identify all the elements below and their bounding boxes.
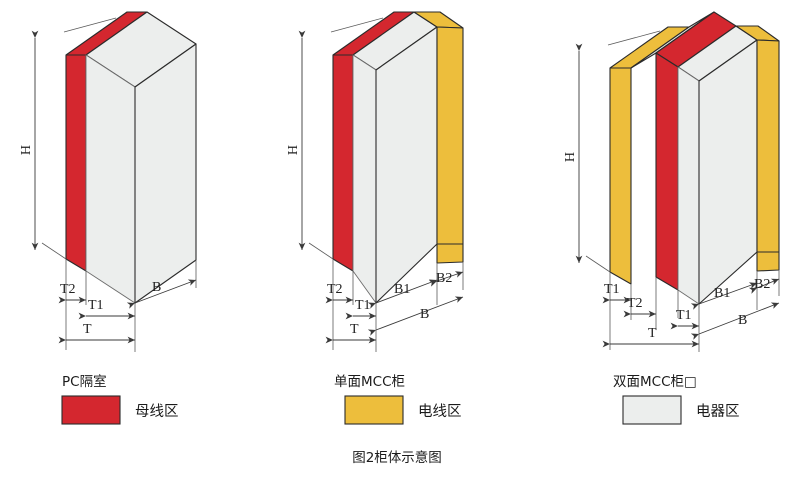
dimension-label-B2-3: B2 (754, 277, 770, 292)
dimension-label-H: H (19, 145, 34, 155)
cabinet-title-3: 双面MCC柜□ (613, 374, 697, 390)
dimension-B1-3: B1 (690, 282, 758, 310)
dimension-label-T2-3: T2 (627, 296, 643, 311)
legend-swatch-busbar (61, 395, 121, 425)
legend-item-wire: 电线区 (344, 395, 462, 425)
legend-label-busbar: 母线区 (135, 403, 179, 420)
dimension-B-1: B (126, 279, 197, 309)
dimension-label-T1-right-3: T1 (676, 308, 692, 323)
figure-caption: 图2柜体示意图 (352, 449, 442, 466)
dimension-T2-2: T2 (325, 282, 353, 304)
dimension-B2-2: B2 (428, 271, 464, 287)
dimension-label-B-2: B (420, 307, 429, 322)
dimension-T1-1: T1 (78, 298, 135, 320)
dimension-T-2: T (325, 322, 376, 344)
dimension-label-T: T (83, 322, 92, 337)
dimension-T-3: T (602, 326, 699, 348)
cabinet-title-1: PC隔室 (62, 373, 107, 390)
cabinet-pc-compartment: H T2 T1 T B PC隔室 (19, 11, 197, 390)
dimension-label-T-3: T (648, 326, 657, 341)
dimension-B-2: B (367, 296, 464, 336)
dimension-label-T1-2: T1 (355, 298, 371, 313)
dimension-B2-3: B2 (748, 277, 780, 294)
equipment-zone-right-face-3 (698, 39, 758, 305)
dimension-T1-left-3: T1 (602, 282, 631, 304)
legend: 母线区 电线区 电器区 (61, 395, 740, 425)
dimension-T2-1: T2 (58, 282, 86, 304)
equipment-zone-right-face (134, 43, 197, 304)
dimension-label-H-3: H (563, 152, 578, 162)
dimension-T1-right-3: T1 (670, 308, 699, 330)
legend-item-busbar: 母线区 (61, 395, 179, 425)
dimension-T1-2: T1 (345, 298, 376, 320)
dimension-T-1: T (58, 322, 135, 344)
dimension-label-B1-2: B1 (394, 282, 410, 297)
wire-zone-right-face-3 (756, 39, 780, 253)
dimension-label-T1: T1 (88, 298, 104, 313)
dimension-label-H-2: H (286, 145, 301, 155)
wire-zone-side-face-2 (436, 243, 464, 264)
legend-swatch-equipment (622, 395, 682, 425)
busbar-zone-front-face-2 (332, 54, 354, 272)
cabinet-title-2: 单面MCC柜 (334, 374, 405, 390)
dimension-H-3: H (563, 30, 661, 273)
dimension-label-B-3: B (738, 313, 747, 328)
dimension-label-T1-left-3: T1 (604, 282, 620, 297)
busbar-zone-front-face-3 (655, 52, 679, 291)
dimension-label-B2-2: B2 (436, 271, 452, 286)
equipment-zone-right-face-2 (375, 26, 438, 304)
equipment-zone-left-face (85, 54, 136, 304)
dimension-label-T2: T2 (60, 282, 76, 297)
legend-swatch-wire (344, 395, 404, 425)
wire-zone-right-bottom-face-3 (756, 251, 780, 272)
equipment-zone-left-face-3 (677, 66, 700, 305)
wire-zone-left-front-face-3 (609, 67, 632, 285)
cabinet-single-sided-mcc: H T2 T1 T B1 B2 (286, 11, 464, 390)
dimension-H-1: H (19, 17, 117, 260)
dimension-T2-3: T2 (623, 296, 656, 318)
wire-zone-right-face-2 (436, 26, 464, 245)
legend-item-equipment: 电器区 (622, 395, 740, 425)
dimension-extensions-1 (65, 259, 197, 352)
dimension-label-B1-3: B1 (714, 286, 730, 301)
equipment-zone-left-face-2 (352, 54, 377, 304)
dimension-B-3: B (690, 302, 780, 340)
dimension-label-B: B (152, 280, 161, 295)
cabinet-double-sided-mcc: H T1 T2 T1 T B1 (563, 11, 780, 390)
legend-label-wire: 电线区 (418, 403, 462, 420)
legend-label-equipment: 电器区 (696, 403, 740, 420)
dimension-H-2: H (286, 17, 384, 260)
dimension-label-T-2: T (350, 322, 359, 337)
dimension-label-T2-2: T2 (327, 282, 343, 297)
busbar-zone-front-face (65, 54, 87, 272)
